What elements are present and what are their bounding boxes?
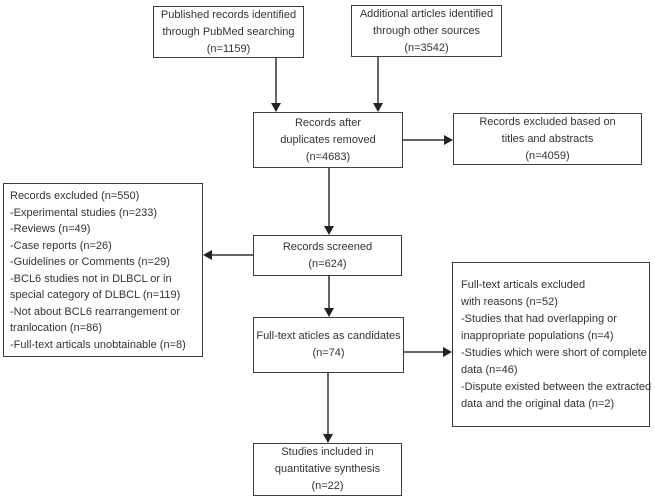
arrowhead-down-icon xyxy=(323,434,333,443)
box-text-line: -Reviews (n=49) xyxy=(10,223,91,235)
box-text-line: inappropriate populations (n=4) xyxy=(461,330,614,342)
connector-candidates-to-fulltext-excluded xyxy=(404,351,444,353)
box-text-line: -Studies that had overlapping or xyxy=(461,313,617,325)
box-pubmed-records: Published records identified through Pub… xyxy=(153,6,304,58)
box-text-line: Published records identified xyxy=(160,8,297,21)
box-text-line: (n=22) xyxy=(311,480,344,492)
box-text-line: titles and abstracts xyxy=(501,132,594,145)
box-records-screened: Records screened (n=624) xyxy=(253,235,402,276)
box-text-line: (n=3542) xyxy=(404,41,449,54)
box-text-line: (n=1159) xyxy=(206,42,251,55)
connector-other-sources-to-duplicates xyxy=(377,57,379,104)
box-text-line: -Dispute existed between the extracted xyxy=(461,381,652,393)
box-text-line: -BCL6 studies not in DLBCL or in xyxy=(10,272,172,285)
arrowhead-down-icon xyxy=(373,103,383,112)
connector-candidates-to-included xyxy=(327,373,329,434)
connector-screened-to-candidates xyxy=(328,276,330,308)
box-text-line: (n=74) xyxy=(312,347,345,359)
box-text-line: -Studies which were short of complete xyxy=(461,347,647,359)
connector-duplicates-to-title-excluded xyxy=(403,139,445,141)
arrowhead-right-icon xyxy=(444,135,453,145)
box-text-line: data and the original data (n=2) xyxy=(461,398,615,410)
box-additional-sources: Additional articles identified through o… xyxy=(351,5,502,57)
box-title-abstract-excluded: Records excluded based on titles and abs… xyxy=(453,113,642,165)
box-text-line: -Full-text articals unobtainable (n=8) xyxy=(10,338,186,351)
connector-pubmed-to-duplicates xyxy=(275,58,277,104)
box-fulltext-candidates: Full-text aticles as candidates (n=74) xyxy=(253,317,404,373)
box-text-line: -Not about BCL6 rearrangement or xyxy=(10,305,180,318)
box-text-line: Full-text articals excluded xyxy=(461,279,586,291)
box-text-line: special category of DLBCL (n=119) xyxy=(10,289,181,301)
box-text-line: duplicates removed xyxy=(280,133,376,146)
box-text-line: tranlocation (n=86) xyxy=(10,322,103,334)
box-text-line: -Guidelines or Comments (n=29) xyxy=(10,256,170,268)
box-included-quantitative-synthesis: Studies included in quantitative synthes… xyxy=(253,443,402,496)
box-text-line: Records excluded based on xyxy=(479,115,616,128)
arrowhead-down-icon xyxy=(324,308,334,317)
box-text-line: data (n=46) xyxy=(461,364,518,376)
box-text-line: Studies included in xyxy=(281,446,374,458)
box-text-line: through other sources xyxy=(372,24,480,37)
box-text-line: (n=4059) xyxy=(525,149,570,162)
box-text-line: (n=624) xyxy=(308,257,347,270)
box-text-line: (n=4683) xyxy=(305,150,351,163)
box-text-line: through PubMed searching xyxy=(162,25,295,38)
box-text-line: -Experimental studies (n=233) xyxy=(10,206,158,219)
connector-duplicates-to-screened xyxy=(328,168,330,226)
box-text-line: Records excluded (n=550) xyxy=(10,190,140,202)
arrowhead-left-icon xyxy=(203,250,212,260)
box-text-line: -Case reports (n=26) xyxy=(10,239,112,252)
connector-screened-to-records-excluded xyxy=(211,254,253,256)
box-text-line: Records after xyxy=(294,116,362,129)
box-text-line: Records screened xyxy=(282,240,373,253)
arrowhead-down-icon xyxy=(324,226,334,235)
box-text-line: Full-text aticles as candidates xyxy=(256,330,401,342)
arrowhead-down-icon xyxy=(271,103,281,112)
box-records-excluded-reasons: Records excluded (n=550) -Experimental s… xyxy=(3,183,203,357)
arrowhead-right-icon xyxy=(443,347,452,357)
box-fulltext-excluded-reasons: Full-text articals excluded with reasons… xyxy=(452,262,652,427)
box-text-line: quantitative synthesis xyxy=(274,463,381,475)
box-text-line: Additional articles identified xyxy=(359,7,494,20)
box-text-line: with reasons (n=52) xyxy=(461,296,558,308)
box-duplicates-removed: Records after duplicates removed (n=4683… xyxy=(253,112,403,168)
